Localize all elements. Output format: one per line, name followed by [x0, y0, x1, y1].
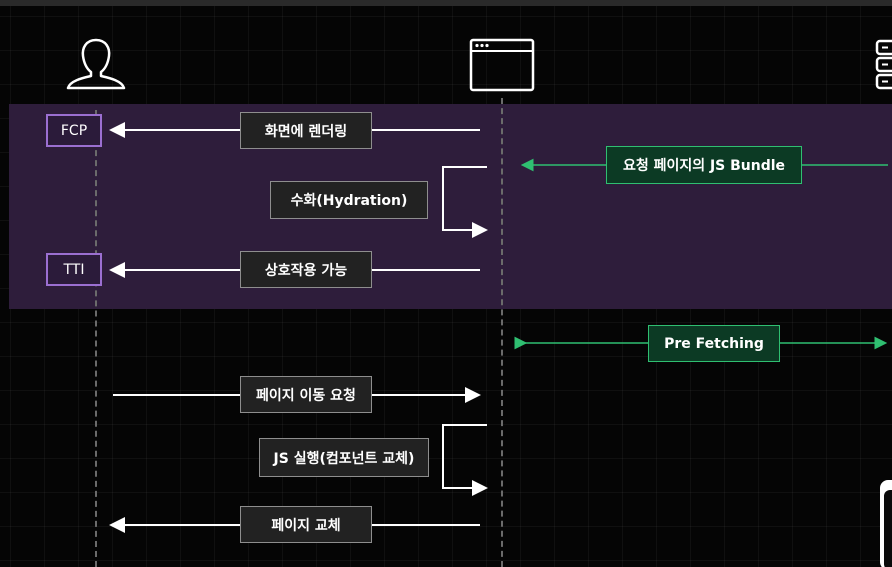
js-bundle-label: 요청 페이지의 JS Bundle: [606, 146, 802, 184]
user-icon: [64, 36, 128, 92]
interactive-step-label: 상호작용 가능: [240, 251, 372, 288]
render-step-label: 화면에 렌더링: [240, 112, 372, 149]
browser-window-icon: [469, 38, 535, 92]
top-edge-bar: [0, 0, 892, 6]
page-replace-label: 페이지 교체: [240, 506, 372, 543]
fcp-marker: FCP: [46, 114, 102, 147]
initial-load-highlight-band: [9, 104, 892, 309]
hydration-bracket: [442, 166, 488, 238]
browser-lifeline: [501, 98, 503, 567]
tti-marker: TTI: [46, 253, 102, 286]
js-execute-bracket: [442, 424, 488, 496]
js-execute-label: JS 실행(컴포넌트 교체): [259, 438, 429, 477]
prefetch-label: Pre Fetching: [648, 325, 780, 362]
user-lifeline: [95, 110, 97, 567]
device-edge-inner: [884, 490, 892, 567]
hydration-step-label: 수화(Hydration): [270, 181, 428, 219]
server-stack-icon: [874, 38, 892, 92]
navigate-request-label: 페이지 이동 요청: [240, 376, 372, 413]
